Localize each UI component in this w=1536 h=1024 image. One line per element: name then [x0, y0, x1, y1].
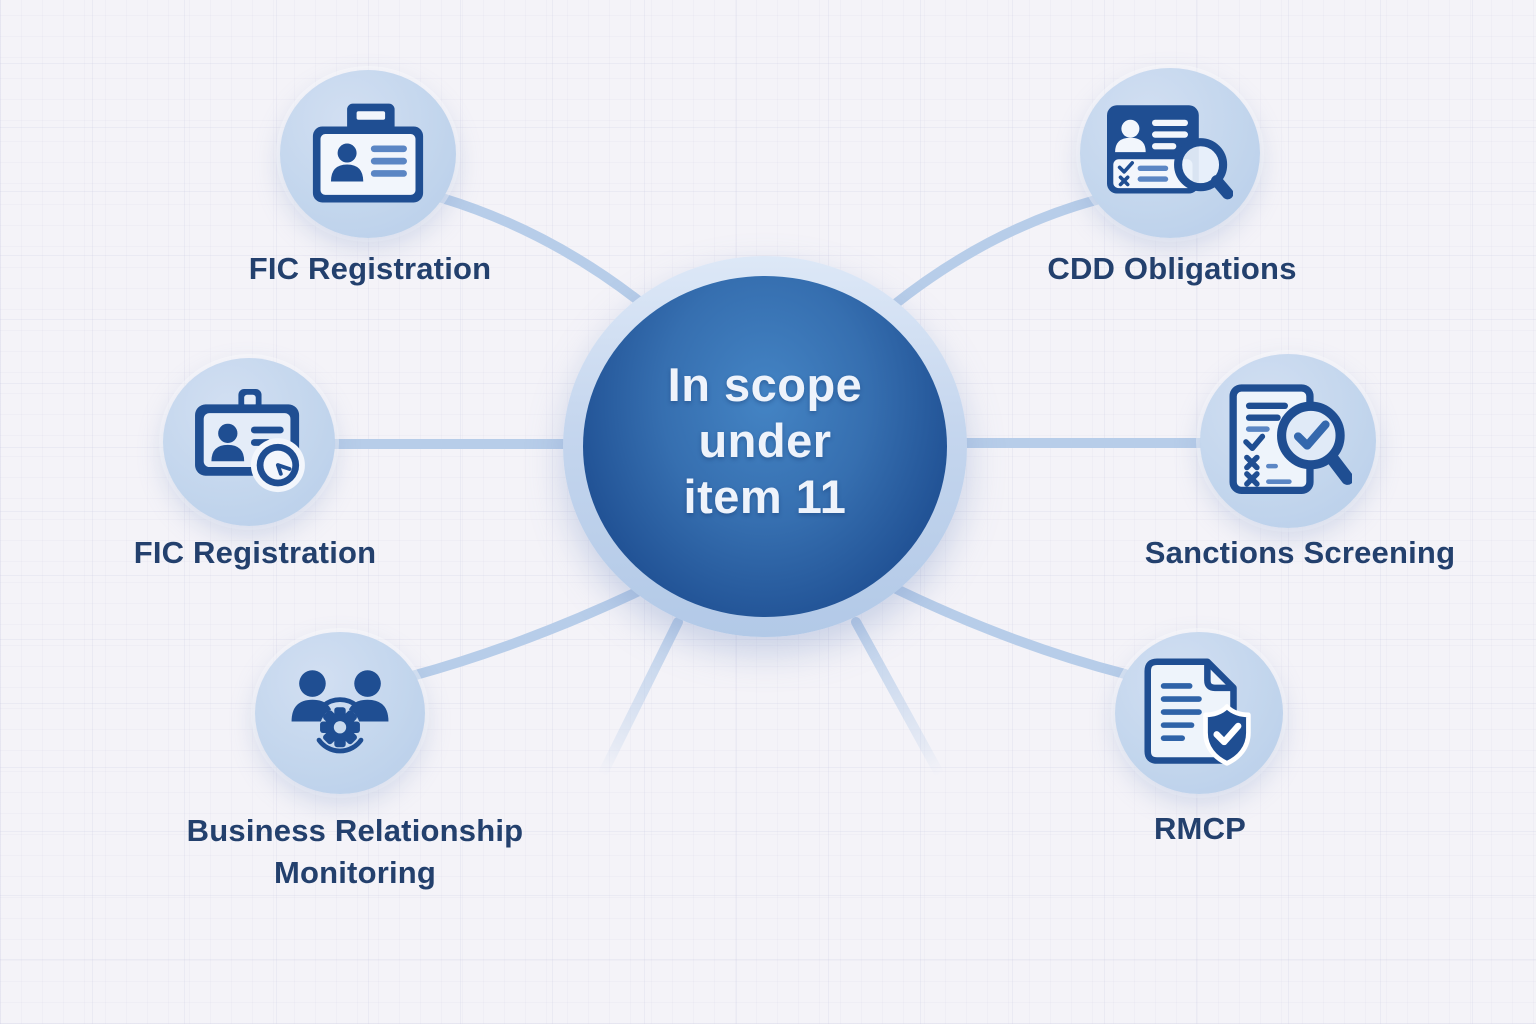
connector-fade-right	[851, 617, 945, 780]
id-card-icon	[312, 103, 424, 203]
label-sanctions-screening: Sanctions Screening	[1144, 535, 1456, 570]
connector-top-left	[437, 193, 665, 323]
hub-ring: In scope under item 11	[563, 256, 967, 637]
label-fic-registration-mid: FIC Registration	[133, 535, 377, 570]
label-business-relationship-monitoring: Business Relationship Monitoring	[186, 813, 524, 890]
hub-title-line2: under	[698, 413, 832, 467]
hub-title: In scope under item 11	[668, 357, 863, 525]
node-business-relationship-monitoring	[255, 632, 425, 794]
hub-circle: In scope under item 11	[583, 276, 947, 617]
id-badge-clock-icon	[195, 389, 305, 493]
id-card-magnifier-icon	[1107, 105, 1233, 200]
node-cdd-obligations	[1080, 68, 1260, 238]
node-fic-registration-mid	[163, 358, 335, 526]
label-cdd-obligations: CDD Obligations	[1047, 251, 1297, 286]
hub-title-line3: item 11	[683, 469, 847, 523]
document-shield-icon	[1144, 658, 1251, 766]
node-fic-registration-top	[280, 70, 456, 238]
node-sanctions-screening	[1200, 354, 1376, 528]
connector-bottom-right	[873, 575, 1130, 679]
connector-top-right	[873, 195, 1101, 323]
checklist-magnifier-icon	[1229, 384, 1352, 495]
connector-bottom-left	[407, 575, 667, 681]
node-rmcp	[1115, 632, 1283, 794]
label-rmcp: RMCP	[1153, 811, 1247, 846]
connector-fade-left	[597, 617, 683, 780]
label-fic-registration-top: FIC Registration	[248, 251, 492, 286]
hub-title-line1: In scope	[667, 357, 863, 411]
people-gear-icon	[291, 670, 389, 754]
